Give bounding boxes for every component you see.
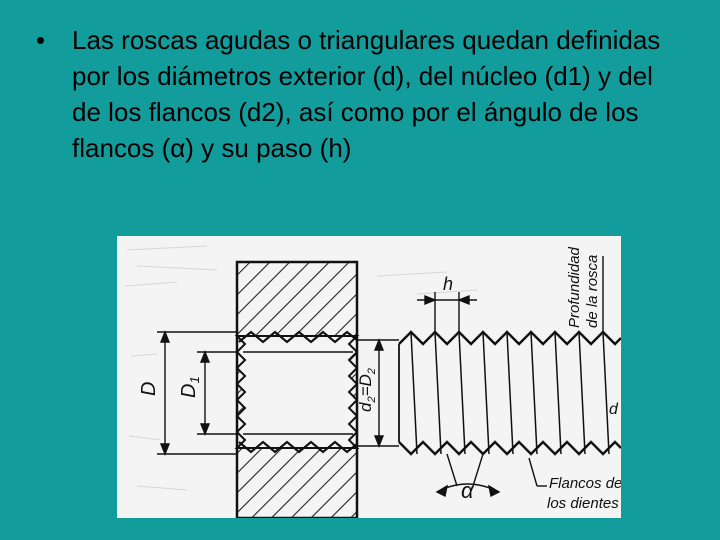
label-D: D bbox=[138, 382, 160, 396]
label-D1: D1 bbox=[178, 376, 202, 398]
nut-bottom-teeth bbox=[238, 440, 358, 454]
dimension-lines bbox=[157, 256, 604, 498]
diagram-labels: D D1 d2=D2 h Profundidad de la rosca α F… bbox=[138, 246, 621, 512]
bullet-marker: • bbox=[36, 25, 46, 55]
background-noise bbox=[124, 245, 478, 491]
thread-diagram: D D1 d2=D2 h Profundidad de la rosca α F… bbox=[117, 236, 621, 518]
bullet-item: • Las roscas agudas o triangulares queda… bbox=[36, 22, 686, 166]
thread-diagram-svg: D D1 d2=D2 h Profundidad de la rosca α F… bbox=[124, 245, 621, 518]
label-h: h bbox=[443, 274, 453, 294]
bullet-text: Las roscas agudas o triangulares quedan … bbox=[72, 25, 661, 163]
label-d2-D2: d2=D2 bbox=[356, 368, 378, 412]
label-profundidad-2: de la rosca bbox=[584, 255, 601, 328]
label-profundidad-1: Profundidad bbox=[566, 246, 583, 328]
bolt-section bbox=[398, 330, 621, 456]
nut-thread-profile bbox=[234, 335, 360, 449]
label-flancos-2: los dientes bbox=[547, 495, 619, 512]
label-flancos-1: Flancos de bbox=[549, 475, 621, 492]
nut-top-teeth bbox=[238, 330, 358, 344]
label-d: d bbox=[609, 401, 619, 418]
nut-section bbox=[234, 260, 360, 518]
label-alpha: α bbox=[461, 478, 475, 503]
bolt-top-thread bbox=[398, 330, 621, 346]
